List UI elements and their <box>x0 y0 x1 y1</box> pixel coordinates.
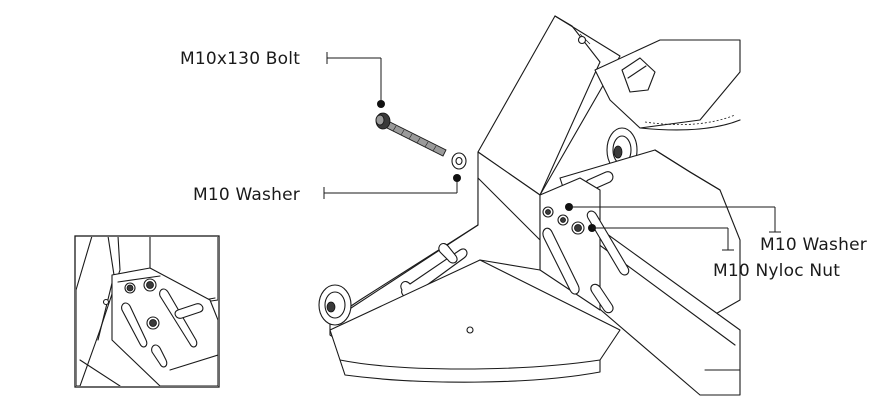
callout-nyloc-nut-label: M10 Nyloc Nut <box>713 261 840 281</box>
bolt-icon <box>382 119 447 157</box>
front-wheel <box>318 284 352 326</box>
callout-washer-right-label: M10 Washer <box>760 235 867 255</box>
plate-hardware <box>542 206 585 235</box>
upper-arm <box>594 39 741 129</box>
callout-washer-right: M10 Washer <box>565 203 867 255</box>
callout-bolt: M10x130 Bolt <box>180 49 385 108</box>
callout-nyloc-nut: M10 Nyloc Nut <box>588 224 840 281</box>
frame-drawing <box>318 15 741 396</box>
inset-detail <box>74 235 220 388</box>
callout-bolt-label: M10x130 Bolt <box>180 49 300 69</box>
upper-bracket <box>621 57 656 93</box>
upright-post-edge <box>539 15 601 196</box>
bolt-assembly <box>375 112 467 170</box>
callout-washer-left-label: M10 Washer <box>193 185 300 205</box>
callout-washer-left: M10 Washer <box>193 174 461 205</box>
washer-icon <box>451 152 467 170</box>
